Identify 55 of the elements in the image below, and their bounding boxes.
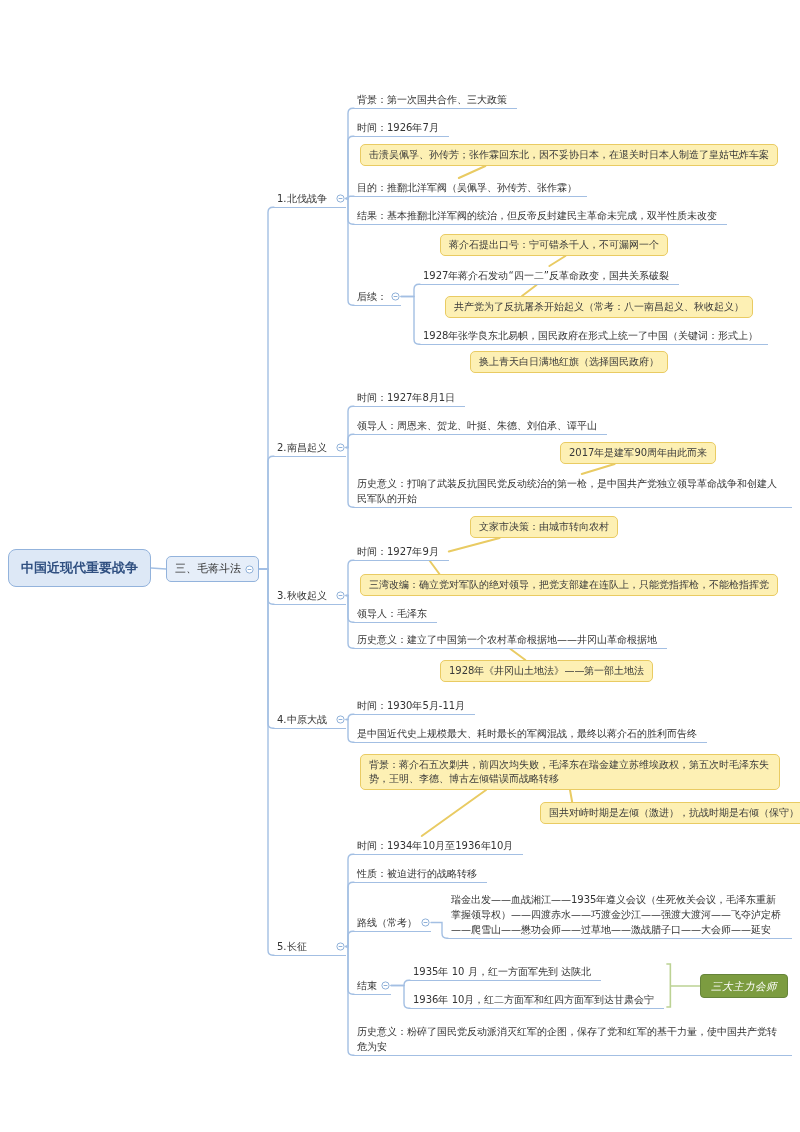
connector-line — [345, 135, 355, 200]
callout-bubble: 文家市决策：由城市转向农村 — [470, 516, 618, 538]
callout-bubble: 2017年是建军90周年由此而来 — [560, 442, 717, 464]
topic-label: 结束 — [357, 979, 377, 993]
branch-topic-label: 3.秋收起义 — [277, 589, 327, 603]
topic-label: 是中国近代史上规模最大、耗时最长的军阀混战，最终以蒋介石的胜利而告终 — [354, 724, 707, 743]
connector-line — [430, 921, 449, 939]
callout-bubble: 三湾改编：确立党对军队的绝对领导，把党支部建在连队上，只能党指挥枪，不能枪指挥党 — [360, 574, 778, 596]
topic-label: 时间：1926年7月 — [354, 118, 449, 137]
topic-label: 1927年蒋介石发动“四一二”反革命政变，国共关系破裂 — [420, 266, 679, 285]
topic-label: 背景：第一次国共合作、三大政策 — [354, 90, 517, 109]
branch-topic-label: 2.南昌起义 — [277, 441, 327, 455]
topic-label: 后续： — [357, 290, 387, 304]
callout-bubble: 背景：蒋介石五次剿共，前四次均失败，毛泽东在瑞金建立苏维埃政权，第五次时毛泽东失势，王明、李德、博古左倾错误而战略转移 — [360, 754, 780, 790]
connector-line — [345, 594, 355, 649]
callout-bubble: 1928年《井冈山土地法》——第一部土地法 — [440, 660, 654, 682]
topic-label: 结果：基本推翻北洋军阀的统治，但反帝反封建民主革命未完成，双半性质未改变 — [354, 206, 727, 225]
branch-topic-label: 1.北伐战争 — [277, 192, 327, 206]
topic-label: 时间：1930年5月-11月 — [354, 696, 476, 715]
summary-tag: 三大主力会师 — [700, 974, 788, 998]
callout-bubble: 换上青天白日满地红旗（选择国民政府） — [470, 351, 668, 373]
main-topic-box — [166, 556, 259, 582]
topic-label: 历史意义：打响了武装反抗国民党反动统治的第一枪，是中国共产党独立领导革命战争和创建人民军队的开始 — [354, 474, 792, 508]
topic-label: 时间：1927年8月1日 — [354, 388, 466, 407]
topic-label: 领导人：周恩来、贺龙、叶挺、朱德、刘伯承、谭平山 — [354, 416, 607, 435]
callout-bubble: 击溃吴佩孚、孙传芳；张作霖回东北，因不妥协日本，在退关时日本人制造了皇姑屯炸车案 — [360, 144, 778, 166]
topic-label: 历史意义：粉碎了国民党反动派消灭红军的企图，保存了党和红军的基干力量，使中国共产党转危为安 — [354, 1022, 792, 1056]
connector-line — [345, 446, 355, 508]
topic-label: 性质：被迫进行的战略转移 — [354, 864, 487, 883]
connector-line — [345, 945, 355, 1056]
connector-line — [345, 930, 355, 948]
connector-line — [400, 295, 421, 345]
topic-text: 三、毛蒋斗法 — [175, 562, 241, 576]
topic-label: 路线（常考） — [357, 916, 417, 930]
connector-line — [390, 984, 411, 1009]
connector-line — [345, 197, 355, 306]
topic-label: 时间：1934年10月至1936年10月 — [354, 836, 524, 855]
topic-label: 目的：推翻北洋军阀（吴佩孚、孙传芳、张作霖） — [354, 178, 587, 197]
topic-label: 1936年 10月，红二方面军和红四方面军到达甘肃会宁 — [410, 990, 665, 1009]
callout-bubble: 共产党为了反抗屠杀开始起义（常考：八一南昌起义、秋收起义） — [445, 296, 753, 318]
topic-label: 时间：1927年9月 — [354, 542, 449, 561]
callout-bubble: 国共对峙时期是左倾（激进），抗战时期是右倾（保守） — [540, 802, 800, 824]
topic-label: 1935年 10 月，红一方面军先到 达陕北 — [410, 962, 601, 981]
connector-line — [345, 559, 355, 597]
connector-line — [150, 567, 167, 570]
topic-label: 历史意义：建立了中国第一个农村革命根据地——井冈山革命根据地 — [354, 630, 667, 649]
topic-label: 领导人：毛泽东 — [354, 604, 437, 623]
branch-topic-label: 5.长征 — [277, 940, 307, 954]
central-topic-box: 中国近现代重要战争 — [8, 549, 151, 587]
callout-bubble: 蒋介石提出口号：宁可错杀千人，不可漏网一个 — [440, 234, 668, 256]
branch-topic-label: 4.中原大战 — [277, 713, 327, 727]
topic-label: 瑞金出发——血战湘江——1935年遵义会议（生死攸关会议，毛泽东重新掌握领导权）——四渡赤水——巧渡金沙江——强渡大渡河——飞夺泸定桥——爬雪山——懋功会师——过草地——激战腊子口——大会师——延安 — [448, 890, 792, 939]
topic-label: 1928年张学良东北易帜，国民政府在形式上统一了中国（关键词：形式上） — [420, 326, 769, 345]
connector-line — [345, 718, 355, 743]
connector-line — [345, 433, 355, 449]
